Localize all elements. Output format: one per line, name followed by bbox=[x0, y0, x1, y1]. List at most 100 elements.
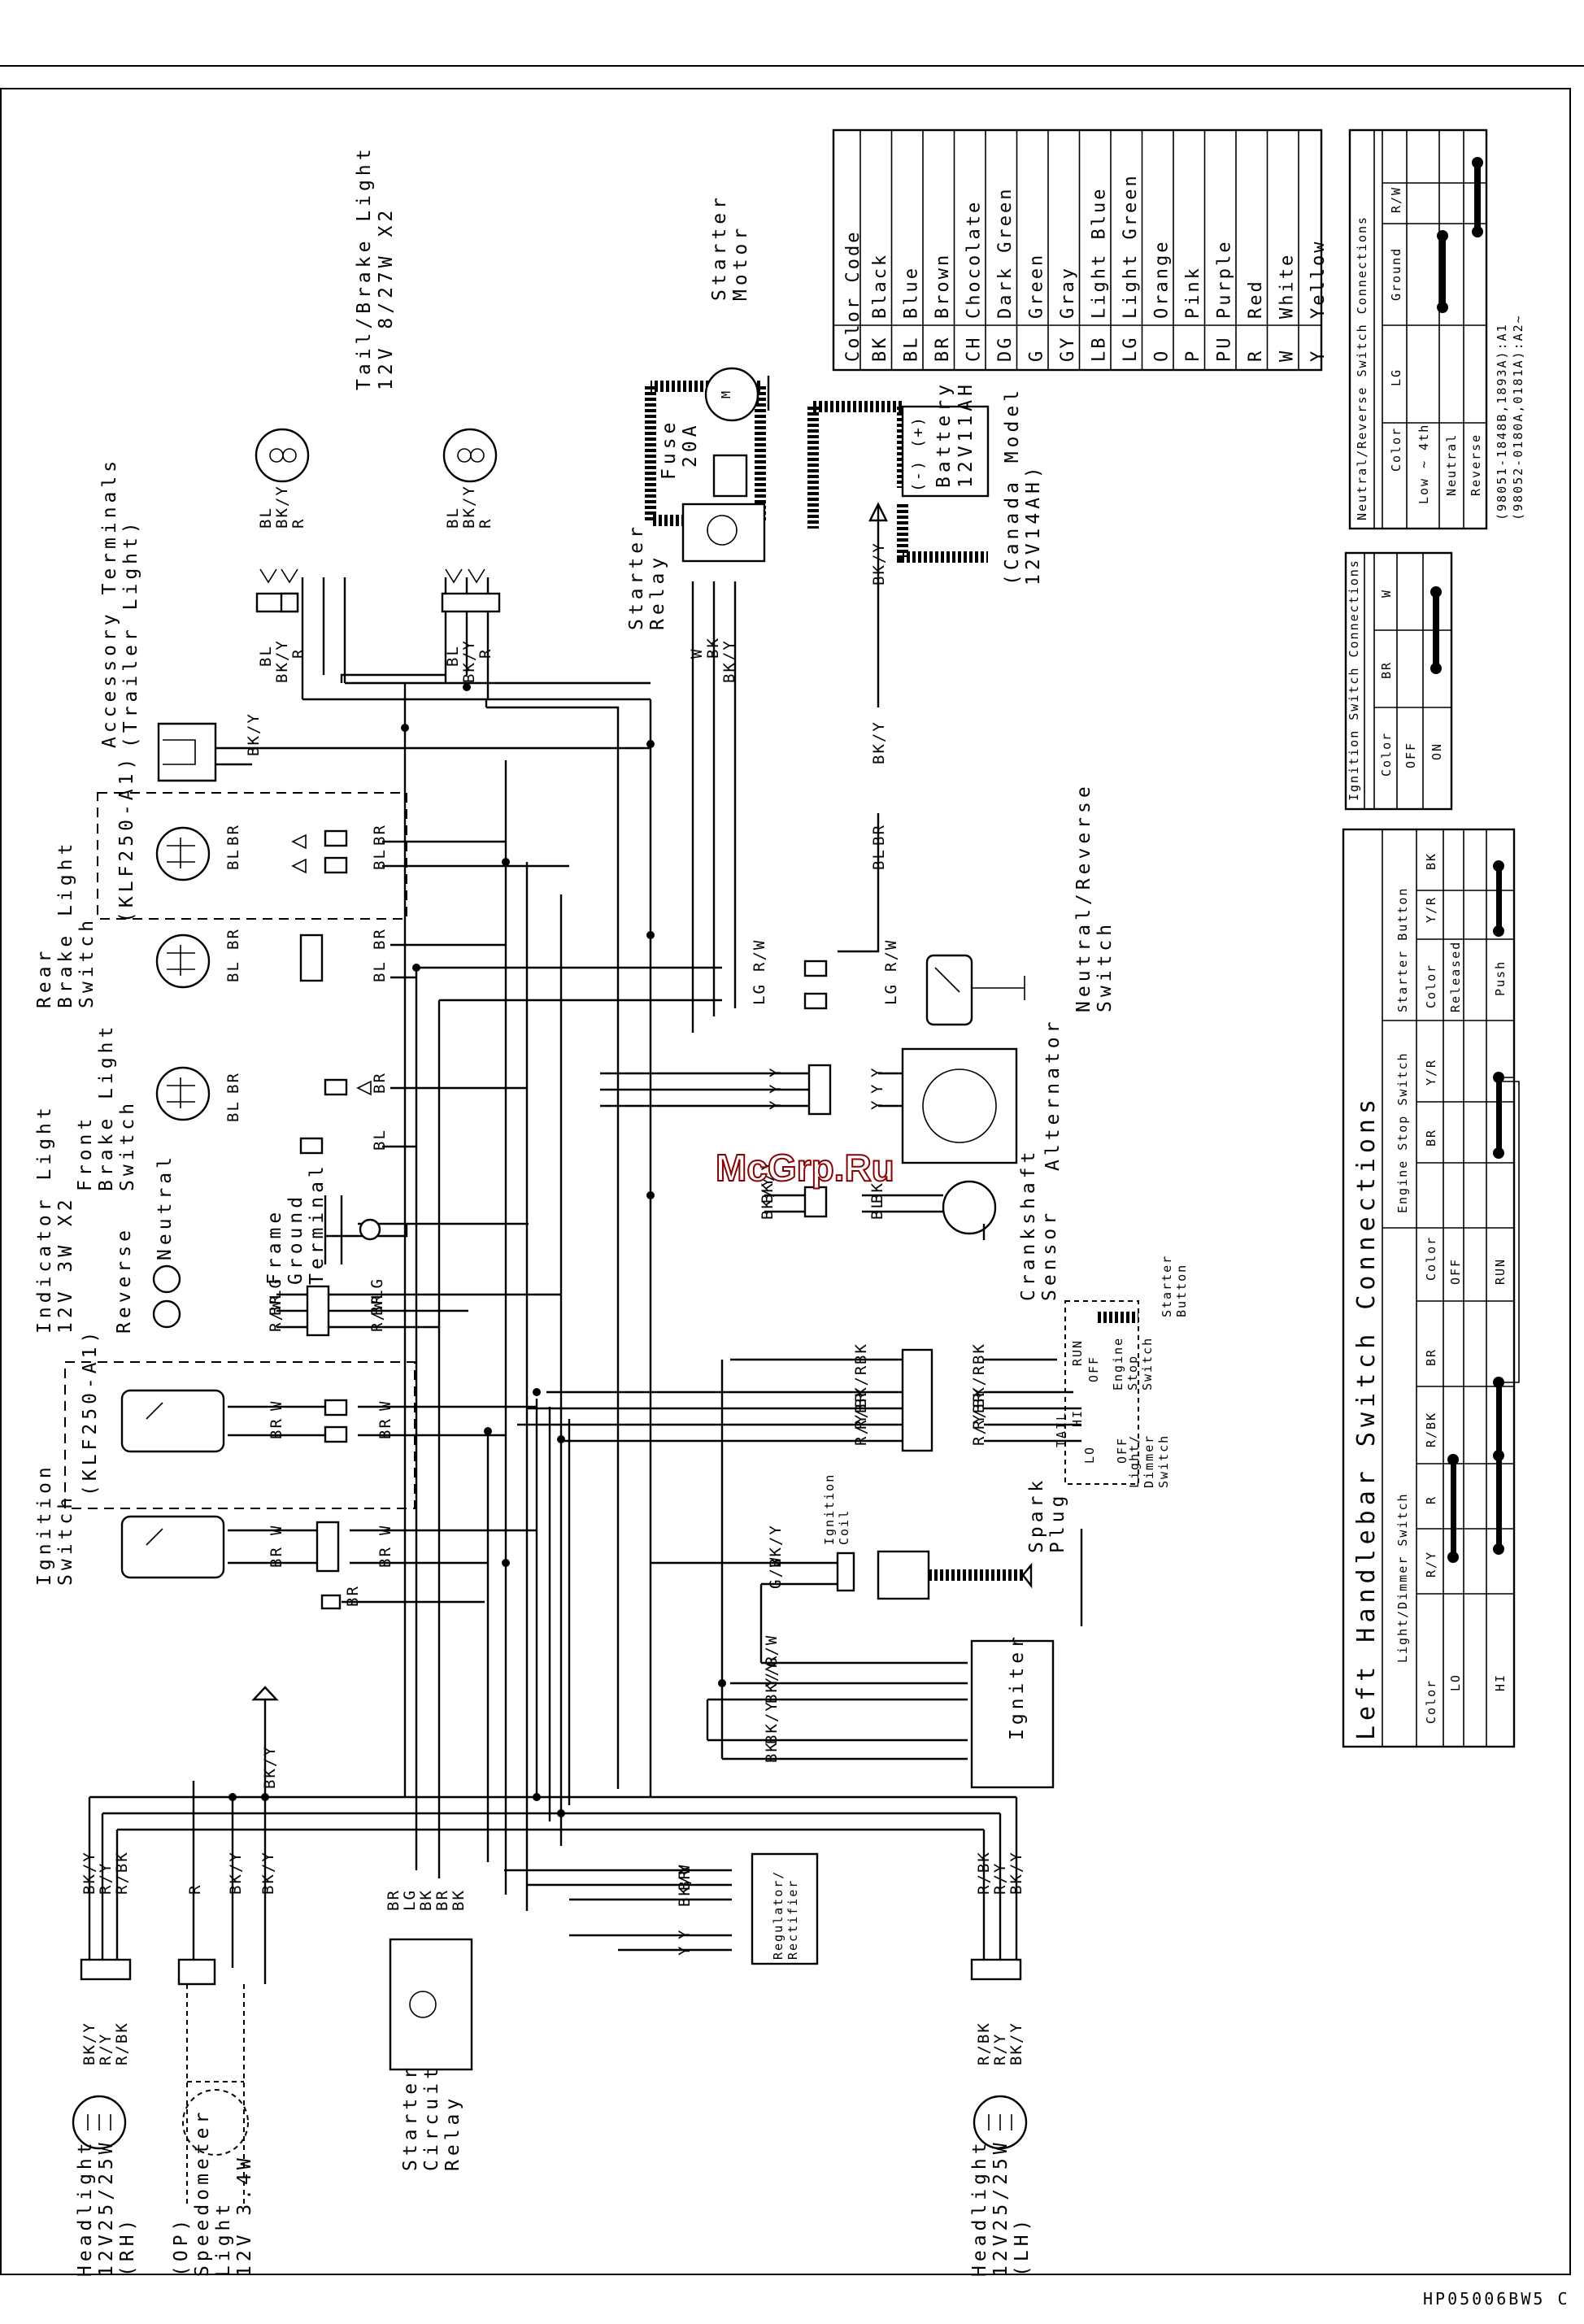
svg-text:R: R bbox=[186, 1884, 204, 1895]
svg-text:Brake Light: Brake Light bbox=[55, 840, 76, 1008]
svg-text:G/W: G/W bbox=[763, 1634, 781, 1667]
svg-text:Stop: Stop bbox=[1125, 1355, 1140, 1390]
svg-text:Y: Y bbox=[676, 1929, 694, 1939]
svg-text:BK/Y: BK/Y bbox=[720, 639, 738, 683]
svg-text:(98051-1848B,1893A):A1: (98051-1848B,1893A):A1 bbox=[1495, 323, 1509, 520]
svg-text:BK/Y: BK/Y bbox=[273, 485, 291, 529]
svg-text:Color: Color bbox=[1379, 732, 1394, 777]
svg-text:LG: LG bbox=[368, 1277, 386, 1299]
left-handlebar-table: Left Handlebar Switch Connections Light/… bbox=[1342, 828, 1520, 1748]
svg-text:Y: Y bbox=[676, 1945, 694, 1956]
svg-text:Igniter: Igniter bbox=[1007, 1633, 1028, 1740]
color-code-name: Pink bbox=[1183, 266, 1203, 319]
svg-text:BK/Y: BK/Y bbox=[763, 1700, 781, 1744]
svg-text:R: R bbox=[1424, 1495, 1438, 1504]
svg-text:BR: BR bbox=[344, 1585, 362, 1607]
svg-text:BR: BR bbox=[376, 1546, 394, 1568]
svg-text:BR: BR bbox=[267, 1294, 285, 1316]
color-code-name: Dark Green bbox=[995, 187, 1016, 319]
svg-text:Reverse: Reverse bbox=[114, 1226, 135, 1334]
svg-text:12V 3.4W: 12V 3.4W bbox=[234, 2154, 255, 2277]
color-code-name: Light Blue bbox=[1090, 187, 1110, 319]
svg-text:BL: BL bbox=[371, 1129, 389, 1151]
color-code-abbr: O bbox=[1152, 349, 1173, 362]
headlight-rh-shape bbox=[72, 2095, 127, 2150]
ignition-coil-shape bbox=[877, 1529, 1083, 1626]
svg-text:BK/Y: BK/Y bbox=[870, 542, 888, 585]
svg-text:BK/Y: BK/Y bbox=[759, 1160, 777, 1203]
svg-text:Y: Y bbox=[767, 1099, 785, 1110]
svg-text:BK: BK bbox=[417, 1889, 435, 1911]
color-code-name: Red bbox=[1246, 279, 1266, 319]
svg-text:Color Code: Color Code bbox=[843, 230, 864, 362]
svg-text:Neutral/Reverse Switch Connect: Neutral/Reverse Switch Connections bbox=[1355, 215, 1369, 520]
ignition-switch-shape bbox=[120, 1515, 225, 1579]
svg-text:Spark: Spark bbox=[1026, 1477, 1047, 1553]
svg-text:R/BK: R/BK bbox=[975, 2022, 993, 2065]
svg-text:Left Handlebar Switch Connecti: Left Handlebar Switch Connections bbox=[1352, 1095, 1381, 1740]
regulator-shape bbox=[751, 1852, 819, 1965]
svg-text:BR: BR bbox=[368, 1294, 386, 1316]
svg-text:12V14AH): 12V14AH) bbox=[1023, 463, 1044, 585]
svg-text:BK/Y: BK/Y bbox=[245, 712, 263, 756]
svg-text:R/W: R/W bbox=[1389, 186, 1403, 213]
svg-text:R/W: R/W bbox=[267, 1299, 285, 1332]
svg-text:Relay: Relay bbox=[442, 2095, 463, 2171]
color-code-name: Light Green bbox=[1121, 173, 1141, 319]
svg-text:BR: BR bbox=[1379, 661, 1394, 679]
svg-text:HI: HI bbox=[1070, 1409, 1085, 1427]
igniter-shape bbox=[970, 1639, 1055, 1789]
svg-text:BR: BR bbox=[852, 1391, 870, 1413]
svg-text:BL: BL bbox=[444, 507, 462, 529]
svg-text:ON: ON bbox=[1430, 742, 1444, 760]
svg-text:Alternator: Alternator bbox=[1042, 1018, 1064, 1171]
svg-text:BK/Y: BK/Y bbox=[460, 485, 478, 529]
svg-text:(LH): (LH) bbox=[1012, 2216, 1033, 2277]
svg-text:W: W bbox=[1379, 589, 1394, 598]
junction-dots bbox=[228, 683, 726, 1817]
svg-text:BK/Y: BK/Y bbox=[81, 1851, 98, 1895]
svg-text:BK: BK bbox=[1424, 852, 1438, 870]
svg-text:Switch: Switch bbox=[117, 1099, 138, 1191]
color-code-name: Chocolate bbox=[964, 200, 985, 319]
svg-text:BK/Y: BK/Y bbox=[1007, 2022, 1025, 2065]
svg-text:Y/R: Y/R bbox=[970, 1364, 988, 1397]
svg-text:TAIL: TAIL bbox=[1054, 1412, 1068, 1447]
svg-text:Brake Light: Brake Light bbox=[96, 1023, 117, 1191]
svg-text:Y: Y bbox=[868, 1083, 886, 1094]
svg-text:BK/Y: BK/Y bbox=[460, 639, 478, 683]
svg-text:Color: Color bbox=[1424, 1236, 1438, 1281]
svg-text:BL: BL bbox=[224, 960, 242, 982]
speedometer-light-shape bbox=[182, 1984, 249, 2204]
svg-text:Front: Front bbox=[75, 1115, 96, 1191]
neutral-reverse-table: Neutral/Reverse Switch Connections Color… bbox=[1348, 128, 1525, 530]
starter-circuit-relay-shape bbox=[389, 1938, 473, 2071]
svg-text:Frame: Frame bbox=[264, 1208, 285, 1285]
svg-text:W: W bbox=[676, 1864, 694, 1874]
color-code-name: White bbox=[1277, 253, 1298, 319]
svg-text:Terminal: Terminal bbox=[307, 1162, 328, 1285]
svg-text:R/W: R/W bbox=[751, 939, 768, 972]
svg-text:BR: BR bbox=[970, 1391, 988, 1413]
svg-text:(Trailer Light): (Trailer Light) bbox=[120, 518, 141, 748]
svg-text:OFF: OFF bbox=[1403, 742, 1418, 768]
svg-text:(Canada Model: (Canada Model bbox=[1002, 386, 1023, 585]
svg-text:R/BK: R/BK bbox=[970, 1386, 988, 1430]
svg-text:Switch: Switch bbox=[55, 1494, 76, 1586]
svg-text:Neutral/Reverse: Neutral/Reverse bbox=[1073, 782, 1094, 1012]
svg-text:BR: BR bbox=[371, 928, 389, 950]
svg-text:Starter: Starter bbox=[709, 194, 730, 301]
svg-text:Relay: Relay bbox=[647, 554, 668, 630]
svg-text:BL: BL bbox=[224, 1100, 242, 1122]
svg-text:Starter Button: Starter Button bbox=[1395, 887, 1410, 1012]
svg-text:Motor: Motor bbox=[730, 224, 751, 301]
svg-text:Switch: Switch bbox=[1156, 1434, 1171, 1488]
color-code-name: Blue bbox=[902, 266, 922, 319]
svg-text:Switch: Switch bbox=[1094, 920, 1116, 1012]
svg-text:Tail/Brake Light: Tail/Brake Light bbox=[354, 145, 375, 390]
svg-text:LG: LG bbox=[401, 1889, 419, 1911]
svg-text:Rectifier: Rectifier bbox=[785, 1879, 800, 1960]
svg-text:Rear: Rear bbox=[34, 947, 55, 1008]
svg-text:Ignition: Ignition bbox=[34, 1463, 55, 1586]
svg-text:BL: BL bbox=[257, 645, 275, 667]
